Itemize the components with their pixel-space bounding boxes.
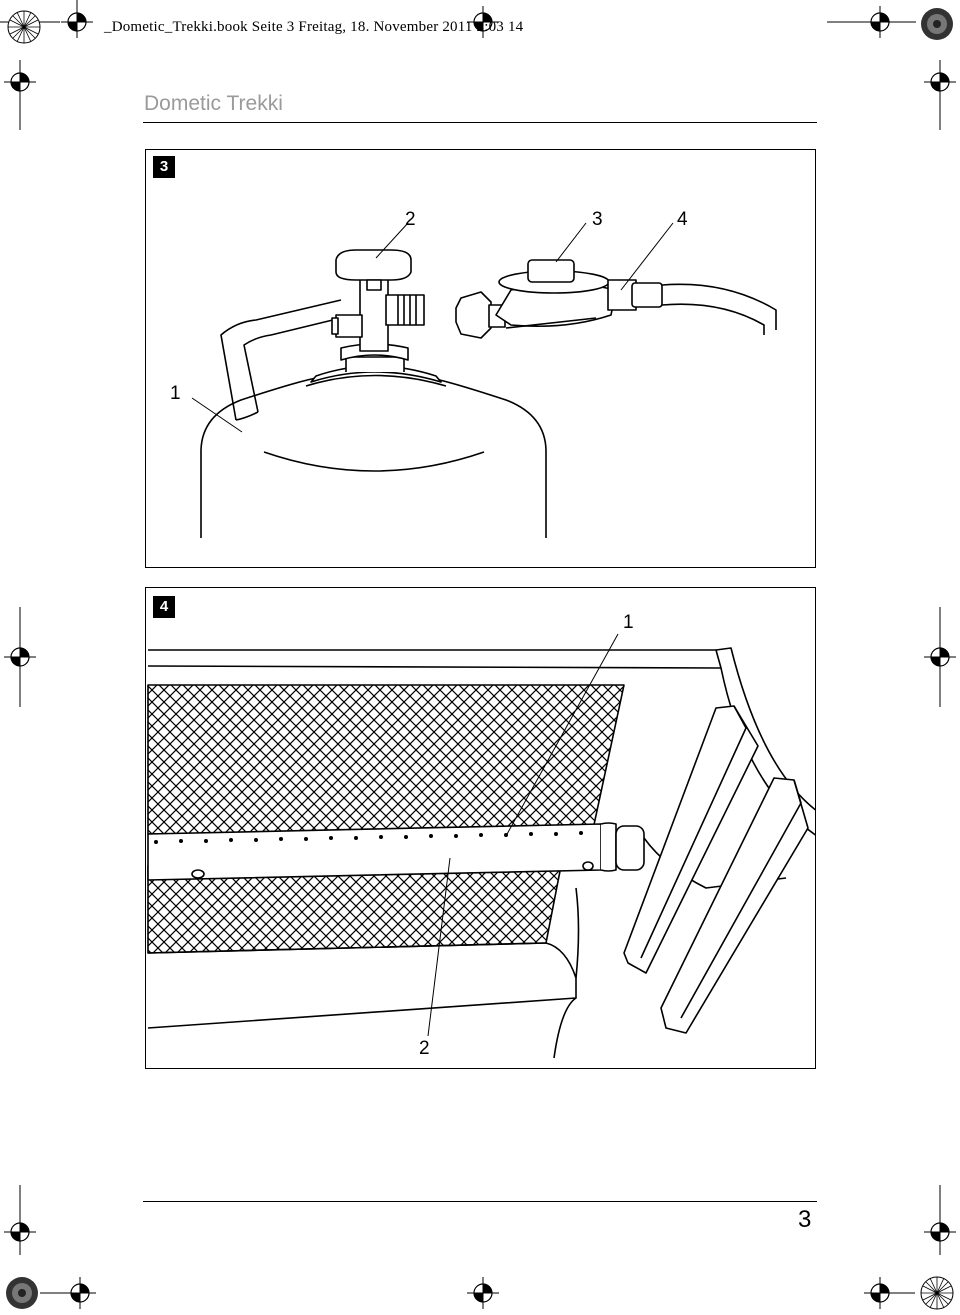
header-rule	[143, 122, 817, 123]
figure-4: 4 1 2	[145, 587, 816, 1069]
callout-label: 1	[170, 383, 181, 404]
header-title: Dometic Trekki	[144, 92, 283, 115]
dial-bottom-right	[920, 1276, 954, 1310]
callout-label: 2	[405, 209, 416, 230]
burner-illustration	[147, 633, 815, 1059]
callout-label: 1	[623, 612, 634, 633]
dial-top-left	[7, 10, 41, 44]
gas-cylinder-illustration	[191, 222, 777, 538]
figure-badge: 3	[153, 156, 175, 178]
page-number: 3	[798, 1206, 812, 1233]
footer-rule	[143, 1201, 817, 1202]
figure-3: 3 2 3 4 1	[145, 149, 816, 568]
callout-label: 4	[677, 209, 688, 230]
callout-label: 3	[592, 209, 603, 230]
figure-badge: 4	[153, 596, 175, 618]
print-info-line: _Dometic_Trekki.book Seite 3 Freitag, 18…	[104, 19, 524, 35]
dial-top-right	[921, 8, 953, 40]
dial-bottom-left	[6, 1277, 38, 1309]
callout-label: 2	[419, 1038, 430, 1059]
